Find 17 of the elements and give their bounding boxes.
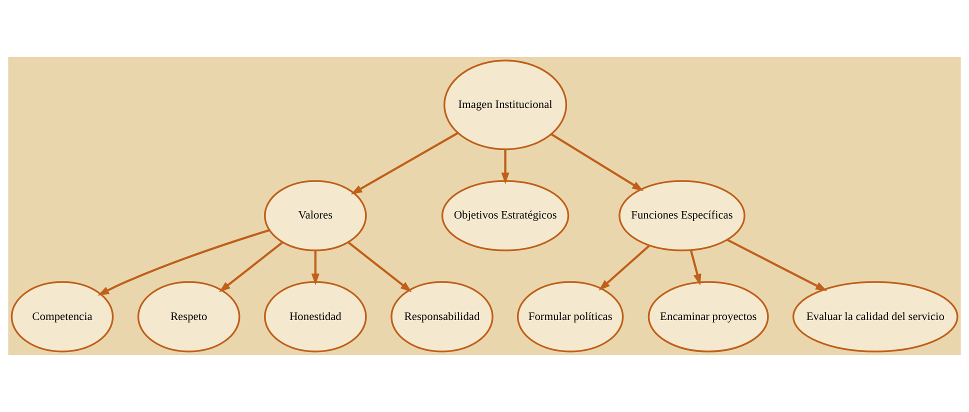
node-ellipse: Imagen Institucional xyxy=(443,60,568,150)
arrow xyxy=(690,250,702,286)
arrow xyxy=(98,229,270,296)
arrow xyxy=(350,132,458,194)
node-ellipse: Objetivos Estratégicos xyxy=(441,180,570,252)
arrow xyxy=(550,133,644,192)
arrow xyxy=(501,150,510,184)
arrow xyxy=(218,242,284,292)
arrow xyxy=(598,244,650,291)
node-ellipse: Valores xyxy=(264,180,367,252)
arrow xyxy=(348,242,412,292)
arrow xyxy=(726,238,828,292)
node-ellipse: Competencia xyxy=(10,281,114,352)
node-ellipse: Honestidad xyxy=(264,281,367,352)
arrow xyxy=(311,250,320,286)
node-ellipse: Formular políticas xyxy=(516,281,624,352)
node-ellipse: Encaminar proyectos xyxy=(648,281,769,352)
